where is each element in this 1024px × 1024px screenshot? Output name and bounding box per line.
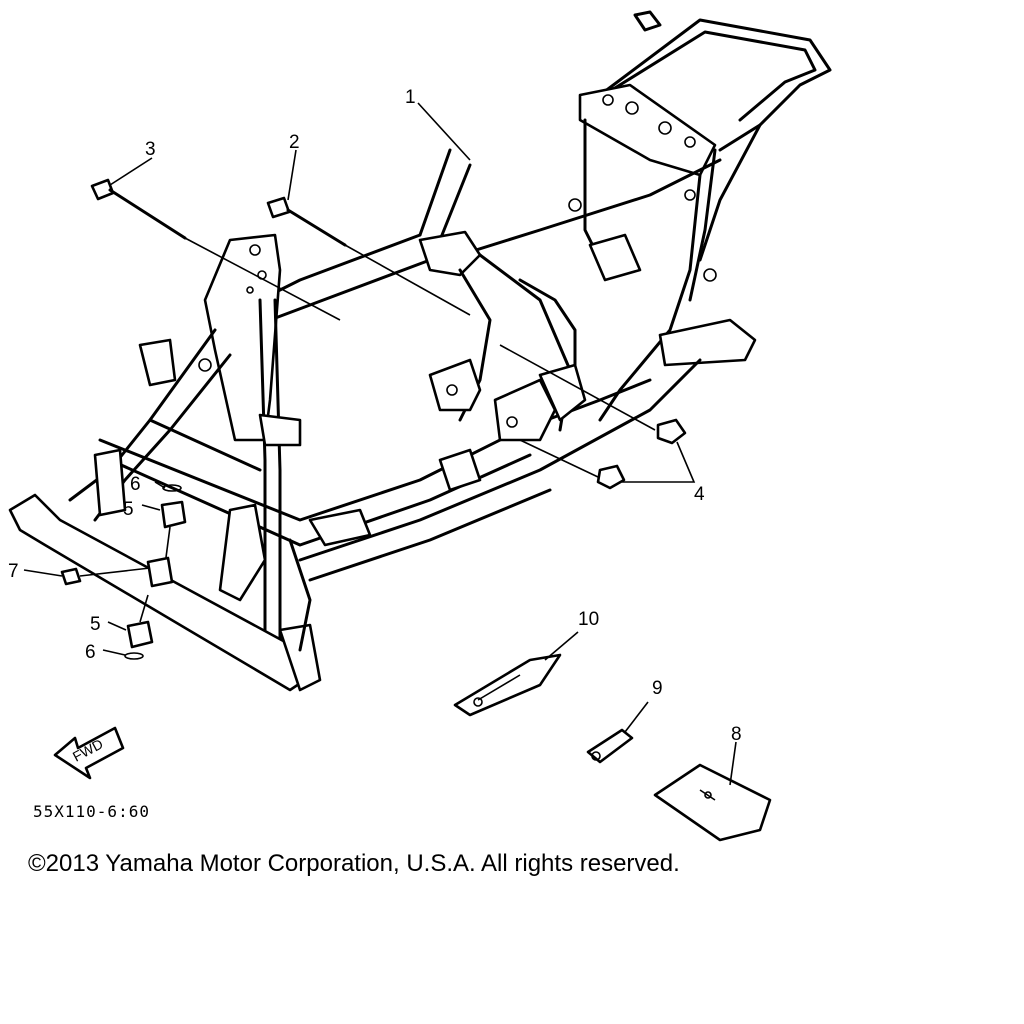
bolt-small[interactable]	[60, 567, 151, 586]
nut-lower[interactable]	[519, 439, 626, 490]
frame[interactable]	[8, 10, 832, 692]
callout-7: 7	[8, 561, 19, 582]
nut-upper[interactable]	[499, 344, 687, 445]
callout-1: 1	[405, 87, 416, 108]
damper-lower[interactable]	[126, 594, 154, 649]
tool-holder[interactable]	[453, 631, 579, 717]
washer-lower[interactable]	[124, 652, 144, 660]
forward-arrow: FWD	[53, 726, 125, 780]
callout-5-lower: 5	[90, 614, 101, 635]
copyright-notice: ©2013 Yamaha Motor Corporation, U.S.A. A…	[28, 850, 680, 877]
callout-5-upper: 5	[123, 499, 134, 520]
washer-upper[interactable]	[162, 484, 182, 492]
callout-8: 8	[731, 724, 742, 745]
strap-clip[interactable]	[586, 701, 649, 764]
drawing-code: 55X110-6:60	[33, 802, 150, 821]
callout-6-upper: 6	[130, 474, 141, 495]
callout-6-lower: 6	[85, 642, 96, 663]
bolt-long[interactable]	[90, 178, 341, 321]
engine-mount-boss	[146, 556, 174, 588]
callout-2: 2	[289, 132, 300, 153]
callout-9: 9	[652, 678, 663, 699]
tool-bag[interactable]	[653, 763, 772, 842]
callout-10: 10	[578, 609, 599, 630]
callout-4: 4	[694, 484, 705, 505]
damper-upper[interactable]	[160, 500, 187, 566]
bolt-short[interactable]	[266, 196, 471, 316]
callout-3: 3	[145, 139, 156, 160]
